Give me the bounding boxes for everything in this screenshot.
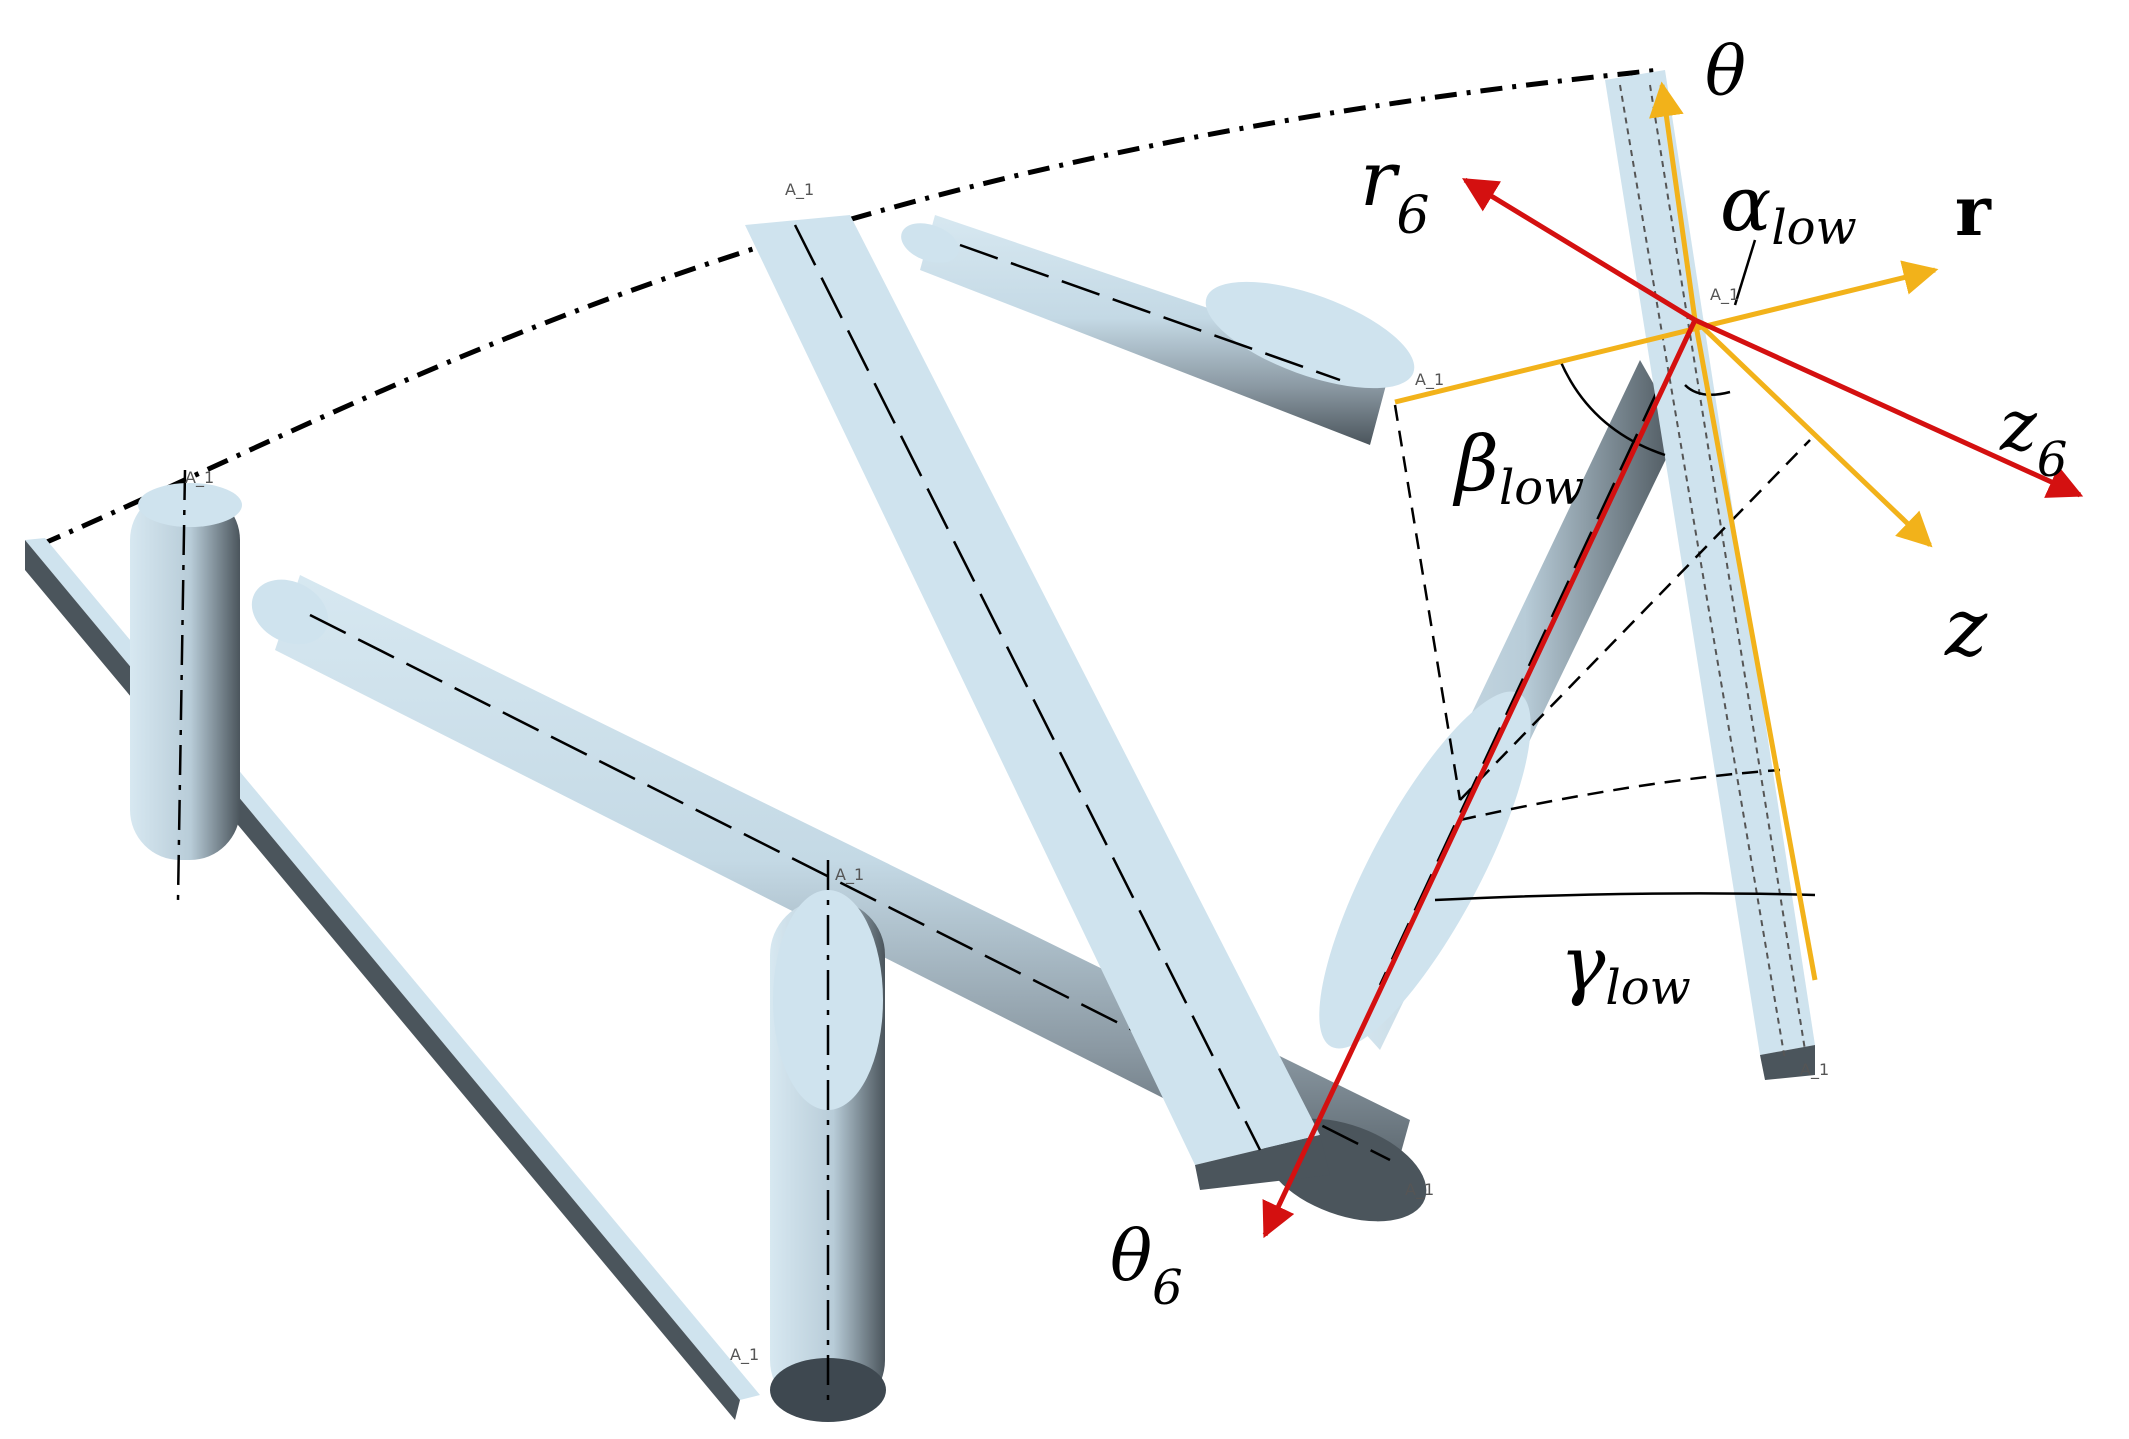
- label-beta: βlow: [1452, 419, 1584, 516]
- node-tag: A_1: [185, 468, 214, 488]
- node-tag: A_1: [1415, 370, 1444, 390]
- strut-center-flat: [745, 215, 1330, 1190]
- node-tag: A_1: [835, 865, 864, 885]
- axis-z6: [1693, 317, 2084, 498]
- strut-right-flat: [1605, 70, 1815, 1080]
- global-axes: [1394, 81, 1939, 981]
- axis-theta6: [1262, 318, 1698, 1239]
- label-r: r: [1955, 172, 1992, 252]
- label-z: z: [1944, 581, 1988, 674]
- label-alpha: αlow: [1720, 159, 1857, 256]
- axis-r: [1394, 260, 1939, 405]
- strut-left-vertical: [130, 469, 242, 901]
- strut-upper-round: [901, 215, 1415, 445]
- outer-boundary-arc: [39, 67, 1661, 548]
- local-axes: [1262, 177, 2084, 1239]
- axis-z: [1693, 318, 1933, 548]
- node-tag: A_1: [1710, 285, 1739, 305]
- label-theta6: θ6: [1110, 1215, 1183, 1316]
- axis-theta: [1649, 81, 1698, 321]
- node-tag: A_1: [730, 1345, 759, 1365]
- node-tag: A_1: [1405, 1180, 1434, 1200]
- axis-theta-extension: [1692, 319, 1818, 981]
- node-tags: A_1 A_1 A_1 A_1 A_1 A_1 A_1 A_1: [185, 180, 1829, 1365]
- label-theta: θ: [1705, 33, 1746, 112]
- label-r6: r6: [1360, 134, 1429, 246]
- strut-bottom-vertical: [770, 860, 886, 1422]
- node-tag: A_1: [1800, 1060, 1829, 1080]
- label-gamma: γlow: [1560, 919, 1691, 1016]
- construction-lines: [1393, 239, 1816, 902]
- label-z6: z6: [1999, 385, 2067, 488]
- axis-r6: [1462, 177, 1697, 323]
- node-tag: A_1: [785, 180, 814, 200]
